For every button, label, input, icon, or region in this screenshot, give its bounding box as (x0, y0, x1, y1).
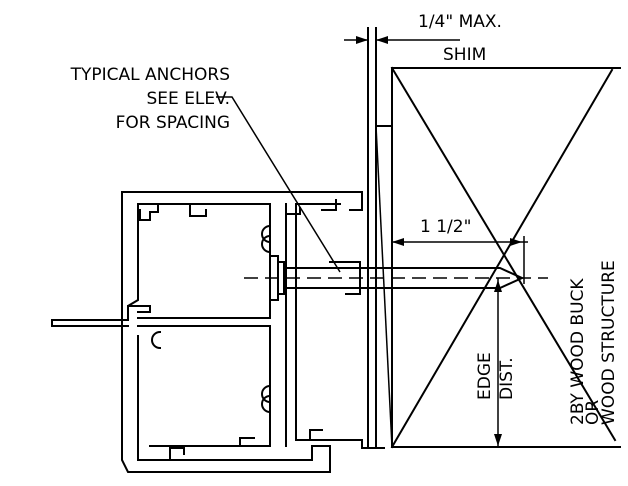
anchors-note-line-2: SEE ELEV. (147, 89, 230, 109)
shim-taper (375, 125, 393, 448)
buck-cross-line-2 (390, 68, 614, 449)
max-gap-arrowhead-left (356, 36, 368, 44)
shim (367, 27, 393, 448)
hook-top-mid (189, 203, 207, 217)
hook-bottom-web (309, 429, 323, 441)
buck-label-line-2: OR (583, 400, 603, 425)
edge-label-line-2: DIST. (497, 357, 517, 400)
max-gap-label: 1/4" MAX. (418, 12, 502, 32)
glazing-bead-clip (151, 330, 162, 350)
hook-top-left (139, 203, 159, 221)
frame-outer (121, 191, 331, 473)
hook-bottom-right (239, 437, 255, 447)
frame-upper-wall (127, 203, 139, 319)
hook-top-far (321, 199, 337, 211)
anchor-screw (244, 255, 548, 301)
hook-top-right (285, 207, 301, 215)
hook-bottom-mid (169, 447, 185, 461)
embed-arrowhead-right (510, 238, 522, 246)
embedment-dimension (392, 236, 528, 284)
shim-label: SHIM (443, 45, 486, 65)
screw-boss-upper (261, 224, 272, 254)
wood-buck (390, 66, 621, 449)
frame-top-flange (121, 191, 363, 211)
frame-upper-chamber (137, 203, 271, 319)
frame-outer-web (295, 203, 385, 449)
edge-distance-dimension (494, 278, 502, 447)
screw-boss-lower (261, 384, 272, 414)
embed-arrowhead-left (392, 238, 404, 246)
max-gap-dimension (344, 36, 460, 44)
edge-label-line-1: EDGE (475, 352, 495, 400)
buck-label-line-3: WOOD STRUCTURE (599, 260, 619, 425)
glazing-gasket (127, 305, 151, 313)
anchors-leader (216, 96, 341, 273)
embed-label: 1 1/2" (420, 217, 471, 237)
max-gap-arrowhead-right (376, 36, 388, 44)
anchors-note-line-3: FOR SPACING (116, 113, 230, 133)
anchors-note-line-1: TYPICAL ANCHORS (70, 65, 230, 85)
glazing (51, 305, 151, 327)
buck-label-line-1: 2BY WOOD BUCK (568, 278, 588, 425)
edge-arrowhead-bottom (494, 434, 502, 446)
frame-extrusion (121, 191, 385, 473)
edge-arrowhead-top (494, 280, 502, 292)
frame-lower-chamber (137, 325, 271, 447)
glass-lower-edge (51, 319, 129, 327)
anchor-sleeve (329, 261, 361, 295)
